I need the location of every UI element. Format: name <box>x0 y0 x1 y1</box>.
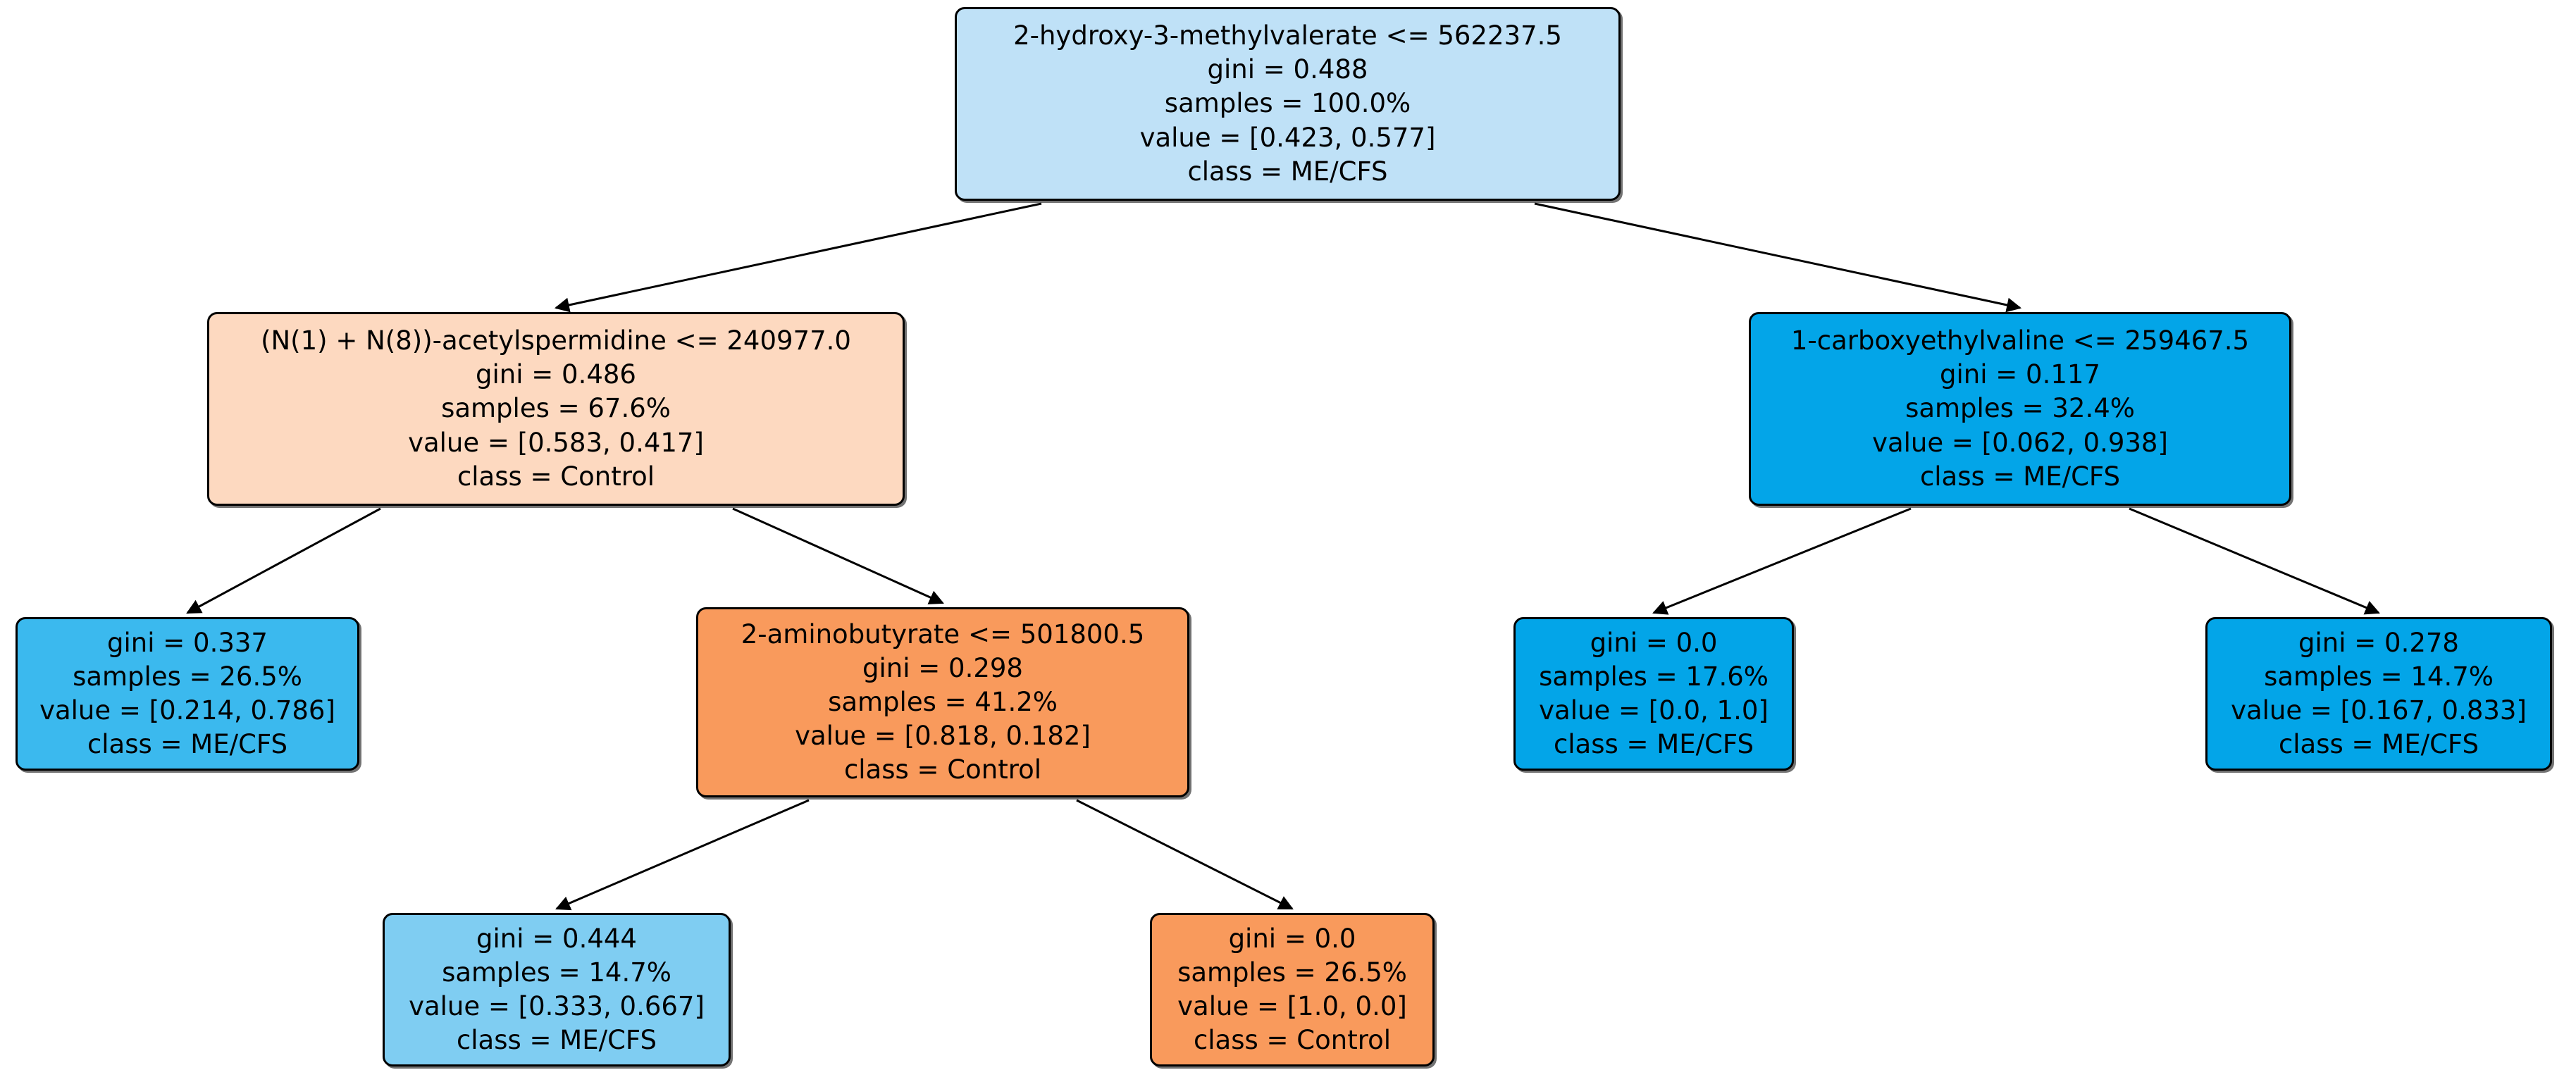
node-text-line: samples = 32.4% <box>1905 393 2135 424</box>
tree-edge <box>186 507 381 614</box>
node-text-line: value = [0.818, 0.182] <box>795 721 1091 752</box>
decision-node: (N(1) + N(8))-acetylspermidine <= 240977… <box>207 312 905 506</box>
tree-edge <box>732 507 944 604</box>
tree-edge <box>1534 202 2022 313</box>
node-text-line: gini = 0.486 <box>476 359 636 390</box>
node-text-line: class = ME/CFS <box>87 729 288 760</box>
node-text-line: samples = 26.5% <box>73 661 302 692</box>
node-text-line: class = Control <box>1193 1025 1392 1056</box>
node-text-line: class = Control <box>843 754 1042 785</box>
tree-edges <box>186 202 2380 911</box>
node-text-line: class = ME/CFS <box>1187 156 1388 187</box>
node-text-line: gini = 0.0 <box>1590 627 1718 658</box>
node-text-line: samples = 17.6% <box>1539 661 1769 692</box>
node-text-line: gini = 0.488 <box>1207 54 1368 85</box>
node-text-line: (N(1) + N(8))-acetylspermidine <= 240977… <box>261 325 851 356</box>
node-text-line: 1-carboxyethylvaline <= 259467.5 <box>1790 325 2250 356</box>
tree-edge <box>555 799 810 911</box>
node-text-line: gini = 0.298 <box>862 652 1023 683</box>
node-text-line: class = ME/CFS <box>1553 729 1754 760</box>
node-text-line: gini = 0.0 <box>1228 923 1356 954</box>
node-text-line: samples = 41.2% <box>828 686 1058 717</box>
tree-edge <box>1076 799 1294 910</box>
node-text-line: class = ME/CFS <box>456 1025 657 1056</box>
node-text-line: 2-aminobutyrate <= 501800.5 <box>741 618 1145 649</box>
node-text-line: gini = 0.278 <box>2298 627 2459 658</box>
node-text-line: samples = 26.5% <box>1177 957 1407 988</box>
node-text-line: samples = 67.6% <box>441 393 671 424</box>
node-text-line: class = Control <box>457 461 655 492</box>
node-text-line: class = ME/CFS <box>2278 729 2479 760</box>
node-text-line: gini = 0.444 <box>476 923 637 954</box>
node-text-line: samples = 14.7% <box>442 957 671 988</box>
node-text-line: value = [0.062, 0.938] <box>1872 427 2168 458</box>
node-text-line: value = [0.423, 0.577] <box>1139 122 1436 153</box>
node-text-line: class = ME/CFS <box>1919 461 2121 492</box>
node-text-line: value = [0.214, 0.786] <box>39 695 335 726</box>
node-text-line: gini = 0.117 <box>1940 359 2100 390</box>
tree-edge <box>1652 507 1912 615</box>
node-text-line: value = [1.0, 0.0] <box>1177 991 1407 1021</box>
node-text-line: samples = 14.7% <box>2264 661 2494 692</box>
node-text-line: value = [0.0, 1.0] <box>1539 695 1769 726</box>
tree-edge <box>554 202 1042 313</box>
node-text-line: value = [0.583, 0.417] <box>408 427 704 458</box>
node-text-line: value = [0.333, 0.667] <box>409 991 705 1021</box>
node-text-line: 2-hydroxy-3-methylvalerate <= 562237.5 <box>1013 20 1562 51</box>
node-text-line: gini = 0.337 <box>107 627 268 658</box>
node-text-line: samples = 100.0% <box>1164 88 1411 119</box>
node-text-line: value = [0.167, 0.833] <box>2231 695 2527 726</box>
tree-edge <box>2129 507 2380 615</box>
